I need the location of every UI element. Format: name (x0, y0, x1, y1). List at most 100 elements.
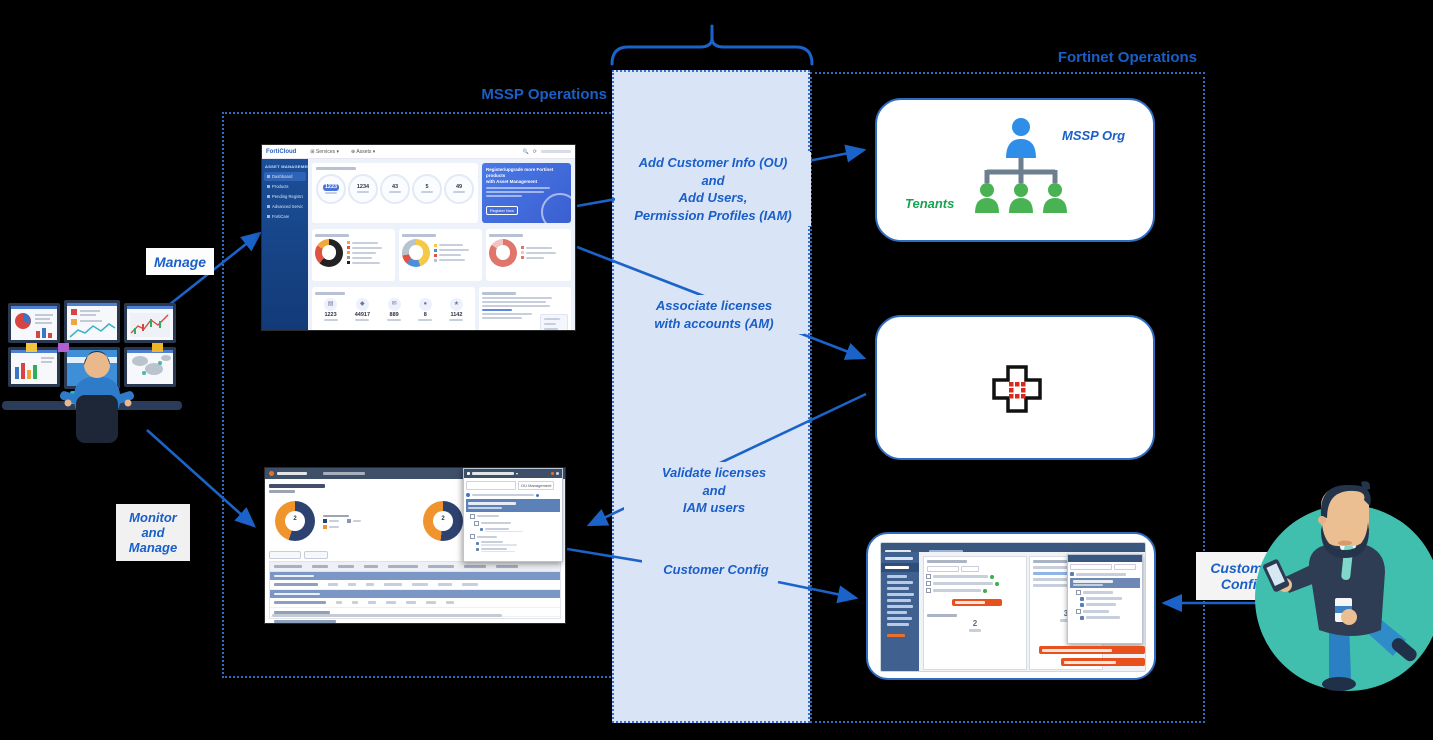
fc-donut-2 (402, 238, 430, 267)
monitor-line1: Monitor (129, 510, 177, 525)
fgc-donut-1: 2 (275, 501, 315, 541)
fc-promo-card: Register/upgrade more Fortinet products … (482, 163, 571, 223)
line-fgtcloud-to-step4 (566, 547, 653, 565)
step3-line2: and (702, 482, 726, 498)
fgc-page-title (269, 482, 325, 495)
fc-totals-card: ▤1223 ◆44917 ✉889 ●8 ★1142 (312, 287, 475, 330)
fc-refresh-icon[interactable]: ⟳ (532, 148, 537, 155)
fortigate-cloud-screenshot: 2 2 (265, 468, 565, 623)
fgc-ou-panel: ▾ OU Management (463, 468, 563, 562)
forticare-box (875, 315, 1155, 460)
fm-tree-overlay (1067, 554, 1143, 644)
monitor-pie-chart (15, 313, 53, 338)
fgc-chart-group-1: 2 (275, 496, 410, 546)
fc-sidebar-item-forticare[interactable]: FortiCare (264, 212, 306, 221)
forticloud-bracket (610, 24, 814, 66)
monitor-line2: and (141, 525, 165, 540)
customer-beard (1321, 522, 1369, 558)
fm-deploy-button[interactable] (1039, 646, 1145, 654)
fgc-logo-icon (269, 471, 274, 476)
mssp-operations-title: MSSP Operations (481, 86, 607, 103)
fc-donut-1 (315, 238, 343, 267)
fgc-panel-header[interactable]: ▾ (464, 469, 562, 478)
fc-menu-assets[interactable]: ⊕ Assets ▾ (351, 148, 376, 155)
fgc-tree-tenant1[interactable] (474, 520, 560, 526)
customer-hair (1320, 484, 1371, 518)
fgc-panel-search-input[interactable] (466, 481, 516, 490)
fc-topbar: FortiCloud ⊞ Services ▾ ⊕ Assets ▾ 🔍 ⟳ (262, 145, 575, 159)
monitor-doc-chart (69, 309, 116, 338)
fgc-tree-fortigate2[interactable] (476, 541, 560, 546)
mssp-org-box: MSSP Org Tenants (875, 98, 1155, 242)
fc-info-card (479, 287, 571, 330)
fm-sidebar[interactable] (881, 552, 919, 671)
step2-line1: Associate licenses (655, 298, 773, 313)
customer-config-line2: Config (1220, 576, 1266, 592)
fc-icon-services: ● (418, 297, 432, 311)
customer-shoe-left (1322, 677, 1356, 691)
fc-register-button[interactable]: Register Now (486, 205, 519, 215)
monitor-candlestick-chart (130, 313, 170, 337)
sticky-note-purple (58, 343, 69, 352)
fortinet-operations-title: Fortinet Operations (1057, 49, 1197, 66)
fm-panel-devices: 2 (923, 556, 1027, 670)
fgc-table (269, 561, 561, 623)
fgc-ou-management-button[interactable]: OU Management (518, 481, 555, 490)
fgc-band-active[interactable] (270, 572, 560, 580)
fc-sidebar-item-advanced[interactable]: Advanced Services (264, 202, 306, 211)
fc-promo-line1: Register/upgrade more Fortinet products (486, 167, 554, 178)
fgc-tree-fortigate3[interactable] (476, 547, 560, 552)
fc-sidebar-item-pending[interactable]: Pending Registration (264, 192, 306, 201)
customer-config-box: 2 3 (866, 532, 1156, 680)
step3-line1: Validate licenses (661, 465, 767, 480)
customer-mouth (1338, 540, 1352, 546)
fc-stat-4: 49 (444, 174, 474, 204)
fc-menu-services[interactable]: ⊞ Services ▾ (310, 148, 340, 155)
customer-shoe-right (1391, 638, 1417, 662)
fm-navbar (881, 543, 1145, 554)
fgc-tree-ou1[interactable] (470, 513, 560, 519)
fm-save-button[interactable] (1061, 658, 1145, 666)
forticloud-dashboard-screenshot: FortiCloud ⊞ Services ▾ ⊕ Assets ▾ 🔍 ⟳ A… (262, 145, 575, 330)
fgc-toolbar (269, 550, 561, 559)
fgc-row-4[interactable] (270, 617, 560, 623)
analyst-monitors-illustration (2, 300, 182, 443)
arrow-monitor-manage (146, 429, 256, 528)
phone-icon (1263, 559, 1290, 592)
step4-label: Customer Config (642, 559, 790, 581)
step1-line2: and (701, 172, 725, 188)
fc-doc-illustration (540, 314, 568, 330)
fc-sidebar: ASSET MANAGEMENT Dashboard Products Pend… (262, 159, 308, 330)
fc-stats-card: 1223 1234 43 5 49 (312, 163, 478, 223)
step2-line2: with accounts (AM) (654, 315, 774, 331)
monitor-line3: Manage (128, 540, 178, 555)
fc-sidebar-item-dashboard[interactable]: Dashboard (264, 172, 306, 181)
customer-arm (1283, 562, 1323, 593)
sticky-note-yellow (26, 343, 37, 352)
fgc-tree-ou2[interactable] (470, 534, 560, 539)
step1-line3: Add Users, (678, 190, 748, 206)
fc-stat-2: 43 (380, 174, 410, 204)
fgc-row-1[interactable] (270, 580, 560, 590)
fc-sidebar-item-products[interactable]: Products (264, 182, 306, 191)
customer-head (1321, 488, 1369, 546)
fc-account-menu[interactable] (541, 150, 571, 153)
fgc-toolbar-button-1[interactable] (269, 550, 301, 559)
step1-line4: Permission Profiles (IAM) (634, 207, 792, 223)
fm-button-orange-small[interactable] (952, 599, 1002, 606)
fgc-toolbar-button-2[interactable] (304, 550, 328, 559)
fc-search-icon[interactable]: 🔍 (522, 148, 529, 155)
fc-icon-contracts: ▤ (324, 297, 338, 311)
fc-icon-licenses: ✉ (387, 297, 401, 311)
fgc-panel-selected-row[interactable] (466, 499, 560, 512)
fgc-hscrollbar[interactable] (272, 614, 502, 617)
fgc-row-2[interactable] (270, 598, 560, 608)
step1-line1: Add Customer Info (OU) (638, 155, 788, 170)
fgc-tree-fortigate1[interactable] (480, 527, 560, 532)
tenants-caption: Tenants (905, 196, 955, 211)
fc-donut-card-1 (312, 229, 395, 281)
fc-donut-card-3 (486, 229, 571, 281)
fgc-band-inactive[interactable] (270, 590, 560, 598)
step2-label: Associate licenses with accounts (AM) (624, 295, 804, 335)
